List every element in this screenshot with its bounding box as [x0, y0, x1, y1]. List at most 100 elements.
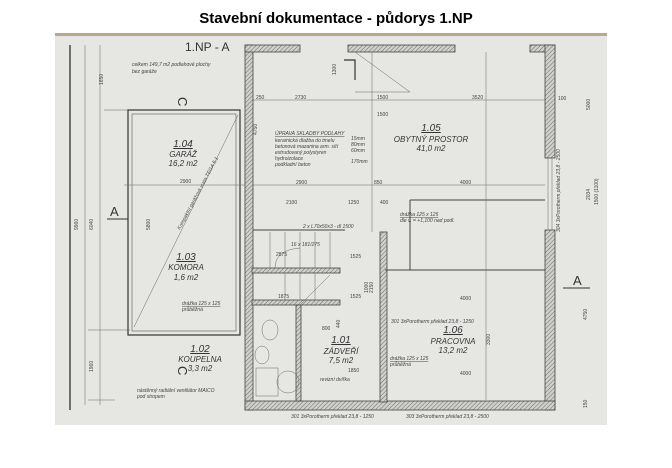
dim-5800: 5800 [146, 219, 152, 230]
dim: 1875 [278, 294, 289, 300]
dim: 4000 [460, 296, 471, 302]
room-1-06: 1.06 PRACOVNA 13,2 m2 [431, 325, 476, 355]
page-title: Stavební dokumentace - půdorys 1.NP [199, 10, 473, 27]
layer: betonová mazanina arm. sítí [275, 144, 339, 150]
dim: 100 [558, 96, 567, 102]
left-dimension-lines [69, 45, 135, 410]
garage-outline [124, 109, 245, 336]
dim: 1525 [350, 294, 361, 300]
lintel-301-bottom: 301 3xPorotherm překlad 23,8 - 1250 [291, 414, 374, 420]
room-name: OBYTNÝ PROSTOR [394, 135, 469, 144]
thickness: 15mm [351, 136, 365, 142]
lintel-301-mid: 301 3xPorotherm překlad 23,8 - 1250 [391, 319, 474, 325]
room-1-02: 1.02 KOUPELNA 3,3 m2 [178, 344, 222, 373]
dim-2900-garage: 2900 [180, 179, 191, 185]
dim-6040: 6040 [89, 219, 95, 230]
thickness: 60mm [351, 148, 365, 154]
dim-1650: 1650 [99, 74, 105, 85]
groove-note-2a: drážka 125 x 125 [182, 301, 221, 307]
dim: 1500 (1100) [594, 178, 600, 205]
inspection-door-note: revizní dvířka [320, 377, 350, 383]
groove-note-1b: dle v. = +1,100 nad podl. [400, 218, 455, 224]
dim: 1000 [364, 282, 370, 293]
dim: 1250 [348, 200, 359, 206]
dim: 400 [380, 200, 389, 206]
dim: 3520 [472, 95, 483, 101]
room-area: 3,3 m2 [188, 364, 213, 373]
section-mark-c-top: C [175, 97, 190, 106]
layer: keramická dlažba do tmelu [275, 138, 335, 144]
dim: 2100 [286, 200, 297, 206]
dim: 150 [583, 399, 589, 408]
dim: 2730 [295, 95, 306, 101]
plan-label: 1.NP - A [185, 40, 229, 54]
section-mark-a-left: A [110, 204, 119, 219]
area-note-line2: bez garáže [132, 69, 157, 75]
floor-composition-note: ÚPRAVA SKLADBY PODLAHY keramická dlažba … [274, 130, 368, 168]
room-number: 1.06 [443, 325, 463, 336]
room-area: 16,2 m2 [169, 159, 198, 168]
layer: extrudovaný polystyren [275, 150, 327, 156]
area-note-line1: celkem 149,7 m2 podlahové plochy [132, 62, 211, 68]
dim-1960: 1960 [89, 361, 95, 372]
dim: 250 [256, 95, 265, 101]
section-mark-a-right: A [573, 273, 582, 288]
dim: 3300 [486, 334, 492, 345]
room-number: 1.01 [331, 335, 350, 346]
stair-void [253, 51, 545, 400]
dim: 1525 [350, 254, 361, 260]
dim: 2150 [369, 282, 375, 293]
stairs-note: 16 x 181/275 [291, 242, 320, 248]
dim: 1500 [377, 95, 388, 101]
dim: 1850 [348, 368, 359, 374]
dim: 850 [374, 180, 383, 186]
dim: 2900 [296, 180, 307, 186]
groove-note-3a: drážka 125 x 125 [390, 356, 429, 362]
room-1-01: 1.01 ZÁDVEŘÍ 7,5 m2 [323, 335, 360, 365]
dim: 1300 [332, 64, 338, 75]
room-name: KOUPELNA [178, 355, 222, 364]
dim: 4750 [253, 124, 259, 135]
room-area: 41,0 m2 [417, 144, 446, 153]
groove-note-3b: průběžná [389, 361, 411, 368]
room-name: KOMORA [168, 263, 204, 272]
floor-composition-heading: ÚPRAVA SKLADBY PODLAHY [275, 130, 345, 137]
room-area: 1,6 m2 [174, 273, 199, 282]
room-number: 1.03 [176, 252, 196, 263]
dim: 4000 [460, 180, 471, 186]
ventilator-note-2: pod stropem [136, 394, 165, 400]
house-walls [244, 44, 556, 411]
section-mark-c-bottom: C [175, 366, 190, 375]
room-name: PRACOVNA [431, 337, 476, 346]
dim-9960: 9960 [74, 219, 80, 230]
ventilator-note-1: nástěnný radiální ventilátor MAICO [137, 388, 215, 394]
groove-note-1a: drážka 125 x 125 [400, 212, 439, 218]
dimension-labels: 2730 1500 1500 3520 1300 250 100 4750 47… [253, 64, 600, 408]
dim: 5000 [586, 99, 592, 110]
room-number: 1.02 [190, 344, 210, 355]
dim: 1500 [377, 112, 388, 118]
dim: 4000 [460, 371, 471, 377]
room-area: 13,2 m2 [439, 346, 468, 355]
room-1-05: 1.05 OBYTNÝ PROSTOR 41,0 m2 [394, 123, 469, 153]
thickness: 80mm [351, 142, 365, 148]
room-name: GARÁŽ [169, 150, 198, 159]
lintel-303: 303 3xPorotherm překlad 23,8 - 2500 [406, 414, 489, 420]
dim: 440 [336, 319, 342, 328]
dim: 2034 [586, 189, 592, 200]
lintel-304: 304 3xPorotherm překlad 23,8 - 2500 [556, 149, 562, 232]
paper-edge [55, 33, 607, 36]
room-number: 1.05 [421, 123, 441, 134]
room-area: 7,5 m2 [329, 356, 354, 365]
groove-note-2b: průběžná [181, 306, 203, 313]
staircase [269, 232, 331, 306]
layer: hydroizolace [275, 156, 303, 162]
bathroom-fixtures [254, 319, 300, 397]
room-1-03: 1.03 KOMORA 1,6 m2 [168, 252, 204, 282]
room-number: 1.04 [173, 139, 193, 150]
steel-lintel-note: 2 x L70x50x3 - dl 1500 [302, 224, 354, 230]
layer: podkladní beton [274, 162, 311, 168]
thickness: 170mm [351, 159, 368, 165]
dim: 800 [322, 326, 331, 332]
